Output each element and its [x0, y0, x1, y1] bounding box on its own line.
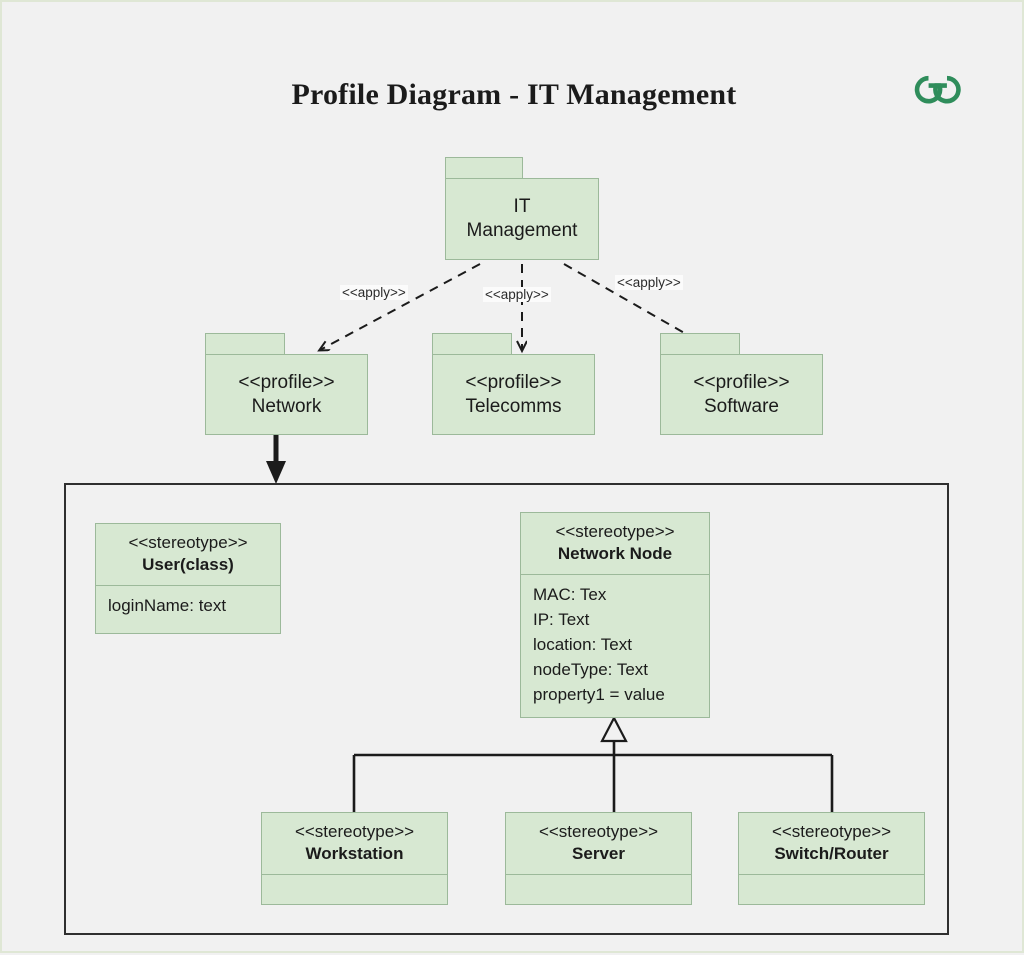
class-name: Workstation [305, 844, 404, 864]
package-profile-network[interactable]: <<profile>> Network [205, 333, 368, 435]
stereotype-network-node[interactable]: <<stereotype>> Network Node MAC: Tex IP:… [520, 512, 710, 718]
package-body: <<profile>> Telecomms [432, 354, 595, 435]
package-name: Network [251, 395, 322, 417]
class-stereotype: <<stereotype>> [538, 822, 659, 841]
class-header: <<stereotype>> Network Node [521, 513, 709, 574]
class-name: Switch/Router [774, 844, 889, 864]
class-header: <<stereotype>> Switch/Router [739, 813, 924, 874]
edge-label-apply-network: <<apply>> [340, 285, 408, 300]
class-header: <<stereotype>> Server [506, 813, 691, 874]
stereotype-switch-router[interactable]: <<stereotype>> Switch/Router [738, 812, 925, 905]
page-title: Profile Diagram - IT Management [291, 78, 737, 111]
class-stereotype: <<stereotype>> [555, 522, 675, 541]
geeksforgeeks-logo [905, 64, 971, 104]
package-stereotype: <<profile>> [465, 371, 562, 393]
stereotype-workstation[interactable]: <<stereotype>> Workstation [261, 812, 448, 905]
class-name: User(class) [142, 555, 234, 575]
package-name: Telecomms [465, 395, 562, 417]
package-tab [205, 333, 285, 355]
class-attribute: location: Text [533, 635, 632, 655]
class-stereotype: <<stereotype>> [128, 533, 248, 552]
edge-label-apply-telecomms: <<apply>> [483, 287, 551, 302]
class-divider [262, 874, 447, 876]
class-attribute: property1 = value [533, 685, 665, 705]
class-attribute: IP: Text [533, 610, 590, 630]
package-stereotype: <<profile>> [693, 371, 790, 393]
class-name: Server [572, 844, 625, 864]
class-divider [739, 874, 924, 876]
package-name-line2: Management [466, 220, 578, 241]
package-stereotype: <<profile>> [238, 371, 335, 393]
package-profile-telecomms[interactable]: <<profile>> Telecomms [432, 333, 595, 435]
class-attributes-empty [506, 875, 691, 907]
class-divider [521, 574, 709, 576]
class-divider [96, 585, 280, 587]
class-attribute: nodeType: Text [533, 660, 648, 680]
package-body: <<profile>> Software [660, 354, 823, 435]
stereotype-user-class[interactable]: <<stereotype>> User(class) loginName: te… [95, 523, 281, 634]
package-tab [445, 157, 523, 179]
package-body: IT Management [445, 178, 599, 260]
class-stereotype: <<stereotype>> [294, 822, 415, 841]
stereotype-server[interactable]: <<stereotype>> Server [505, 812, 692, 905]
class-attributes: MAC: Tex IP: Text location: Text nodeTyp… [521, 575, 709, 716]
class-header: <<stereotype>> Workstation [262, 813, 447, 874]
edge-label-apply-software: <<apply>> [615, 275, 683, 290]
package-name: Software [704, 395, 779, 417]
class-attributes: loginName: text [96, 586, 280, 627]
network-profile-container [64, 483, 949, 935]
class-header: <<stereotype>> User(class) [96, 524, 280, 585]
class-attributes-empty [262, 875, 447, 907]
package-name-line1: IT [513, 196, 531, 218]
class-name: Network Node [557, 544, 673, 564]
class-stereotype: <<stereotype>> [771, 822, 892, 841]
package-body: <<profile>> Network [205, 354, 368, 435]
class-attribute: loginName: text [108, 596, 227, 616]
class-attributes-empty [739, 875, 924, 907]
package-tab [660, 333, 740, 355]
class-divider [506, 874, 691, 876]
package-profile-software[interactable]: <<profile>> Software [660, 333, 823, 435]
package-it-management[interactable]: IT Management [445, 157, 599, 260]
network-contents-edge [266, 434, 286, 484]
class-attribute: MAC: Tex [533, 585, 607, 605]
package-tab [432, 333, 512, 355]
